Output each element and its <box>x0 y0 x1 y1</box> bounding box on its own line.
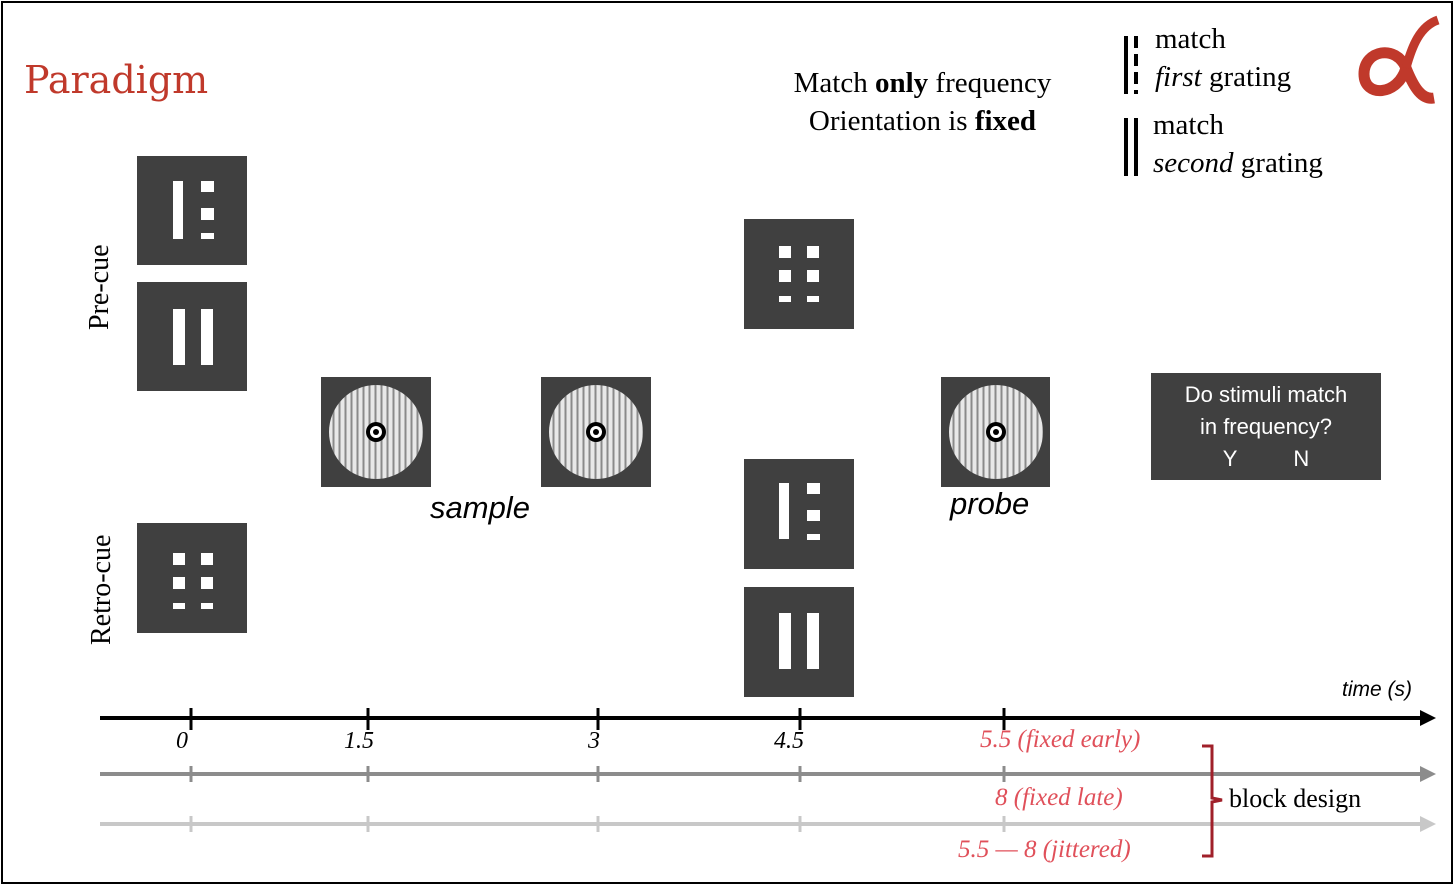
precue-label: Pre-cue <box>84 244 115 330</box>
precue-cue-first <box>137 156 247 265</box>
retrocue-cue-first <box>744 459 854 569</box>
legend-first-icon-dashes <box>1134 36 1138 94</box>
retrocue-neutral <box>137 523 247 633</box>
retrocue-label: Retro-cue <box>86 534 117 645</box>
probe-time-jittered: 5.5 — 8 (jittered) <box>958 836 1131 863</box>
retrocue-cue-second <box>744 587 854 697</box>
main-axis-arrowhead <box>1420 710 1436 726</box>
sample-label: sample <box>430 490 530 525</box>
tick-label-3: 4.5 <box>774 728 804 754</box>
figure-title: Paradigm <box>24 58 209 102</box>
timeline <box>100 708 1436 858</box>
legend-first-icon <box>1124 36 1128 94</box>
tick-label-0: 0 <box>176 728 188 754</box>
block-brace <box>1202 744 1223 858</box>
legend-second: match second grating <box>1153 109 1323 179</box>
sample-grating-2 <box>541 377 651 487</box>
tick-label-1: 1.5 <box>344 728 374 754</box>
block-design-label: block design <box>1229 784 1362 813</box>
alpha-logo <box>1358 15 1440 104</box>
probe-grating <box>941 377 1050 487</box>
probe-label: probe <box>950 486 1030 521</box>
instruction-text: Match only frequency Orientation is fixe… <box>793 67 1052 137</box>
legend-second-icon-bar2 <box>1134 118 1138 176</box>
axis-unit-label: time (s) <box>1342 678 1412 701</box>
neutral-cue-mid <box>744 219 854 329</box>
probe-time-fixed-early: 5.5 (fixed early) <box>980 726 1141 753</box>
precue-cue-second <box>137 282 247 391</box>
legend-first: match first grating <box>1155 23 1292 93</box>
probe-time-fixed-late: 8 (fixed late) <box>995 784 1123 811</box>
legend-second-icon <box>1124 118 1128 176</box>
sample-grating-1 <box>321 377 431 487</box>
tick-label-2: 3 <box>588 728 600 754</box>
